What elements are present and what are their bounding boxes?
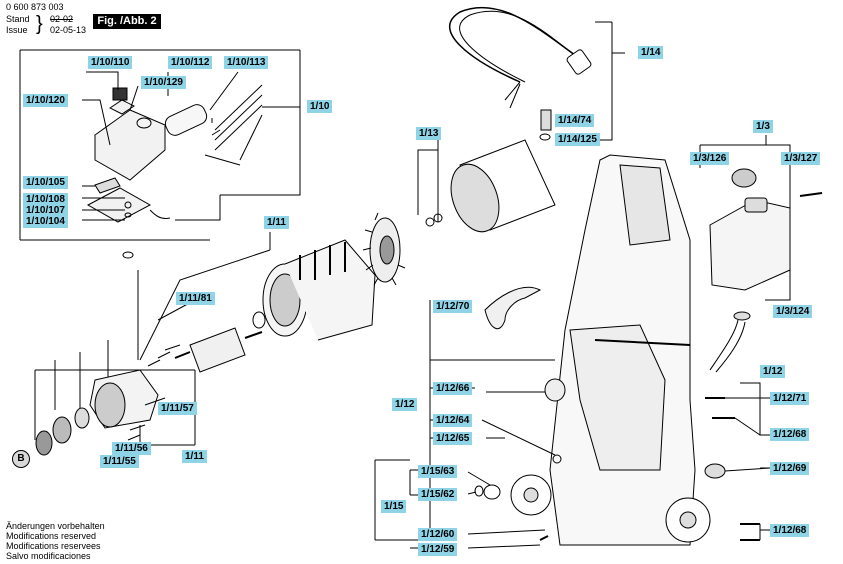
- label-1-14[interactable]: 1/14: [638, 46, 664, 59]
- label-1-10-110[interactable]: 1/10/110: [88, 56, 133, 69]
- label-1-12-right[interactable]: 1/12: [760, 365, 786, 378]
- label-1-10-129[interactable]: 1/10/129: [141, 76, 186, 89]
- label-1-10-104[interactable]: 1/10/104: [23, 215, 68, 228]
- pump-flange-part: [89, 369, 159, 429]
- label-1-12-66[interactable]: 1/12/66: [433, 382, 473, 395]
- label-1-12-69[interactable]: 1/12/69: [770, 462, 810, 475]
- label-1-12-65[interactable]: 1/12/65: [433, 432, 473, 445]
- label-1-14-125[interactable]: 1/14/125: [555, 133, 600, 146]
- label-1-11-55[interactable]: 1/11/55: [100, 455, 139, 468]
- label-1-11-81[interactable]: 1/11/81: [176, 292, 215, 305]
- filter-part: [544, 378, 566, 402]
- fan-part: [362, 212, 406, 286]
- label-1-12[interactable]: 1/12: [392, 398, 418, 411]
- label-1-11-57[interactable]: 1/11/57: [158, 402, 197, 415]
- main-housing-part: [549, 154, 696, 546]
- label-1-10-107[interactable]: 1/10/107: [23, 204, 68, 217]
- footer-line-3: Modifications reservees: [6, 541, 101, 551]
- strain-relief-part: [540, 109, 552, 131]
- label-1-10-120[interactable]: 1/10/120: [23, 94, 68, 107]
- label-1-3[interactable]: 1/3: [753, 120, 773, 133]
- label-1-11-56[interactable]: 1/11/56: [112, 442, 151, 455]
- label-1-11-bottom[interactable]: 1/11: [182, 450, 207, 463]
- brace-icon: }: [36, 13, 43, 35]
- label-1-10-113[interactable]: 1/10/113: [224, 56, 269, 69]
- footer-line-4: Salvo modificaciones: [6, 551, 91, 561]
- capacitor-part: [164, 104, 208, 136]
- label-1-10-105[interactable]: 1/10/105: [23, 176, 68, 189]
- tank-cap-part: [731, 168, 757, 188]
- figure-title: Fig. /Abb. 2: [93, 14, 161, 29]
- footer-line-2: Modifications reserved: [6, 531, 97, 541]
- part-number: 0 600 873 003: [6, 2, 64, 12]
- label-1-3-127[interactable]: 1/3/127: [781, 152, 821, 165]
- stand-label: Stand: [6, 14, 30, 24]
- stand-value: 02-02: [50, 14, 74, 24]
- switch-cover-part: [94, 109, 166, 181]
- issue-label: Issue: [6, 25, 28, 35]
- power-cord-part: [448, 6, 592, 109]
- label-1-14-74[interactable]: 1/14/74: [555, 114, 595, 127]
- ring-part: [136, 117, 152, 129]
- label-1-11-top[interactable]: 1/11: [264, 216, 289, 229]
- label-1-10-112[interactable]: 1/10/112: [168, 56, 213, 69]
- label-1-3-124[interactable]: 1/3/124: [773, 305, 813, 318]
- footer-line-1: Änderungen vorbehalten: [6, 521, 105, 531]
- label-1-12-60[interactable]: 1/12/60: [418, 528, 458, 541]
- label-1-12-64[interactable]: 1/12/64: [433, 414, 473, 427]
- label-1-12-68b[interactable]: 1/12/68: [770, 524, 810, 537]
- label-1-12-59[interactable]: 1/12/59: [418, 543, 458, 556]
- label-1-12-70[interactable]: 1/12/70: [433, 300, 473, 313]
- label-1-12-68a[interactable]: 1/12/68: [770, 428, 810, 441]
- label-1-10[interactable]: 1/10: [307, 100, 333, 113]
- motor-stator-part: [262, 239, 376, 341]
- issue-value: 02-05-13: [50, 25, 87, 35]
- label-1-10-108[interactable]: 1/10/108: [23, 193, 68, 206]
- rotor-part: [174, 327, 263, 373]
- detergent-tank-part: [709, 197, 791, 291]
- label-1-12-71[interactable]: 1/12/71: [770, 392, 810, 405]
- callout-b: B: [12, 450, 30, 468]
- label-1-15-63[interactable]: 1/15/63: [418, 465, 458, 478]
- label-1-15[interactable]: 1/15: [381, 500, 407, 513]
- base-plate-part: [86, 187, 152, 223]
- hose-holder-part: [484, 286, 542, 330]
- switch-button-part: [112, 87, 128, 101]
- bearing-ring-part: [252, 311, 266, 329]
- label-1-13[interactable]: 1/13: [416, 127, 442, 140]
- motor-cover-part: [450, 139, 556, 233]
- label-1-15-62[interactable]: 1/15/62: [418, 488, 458, 501]
- label-1-3-126[interactable]: 1/3/126: [690, 152, 730, 165]
